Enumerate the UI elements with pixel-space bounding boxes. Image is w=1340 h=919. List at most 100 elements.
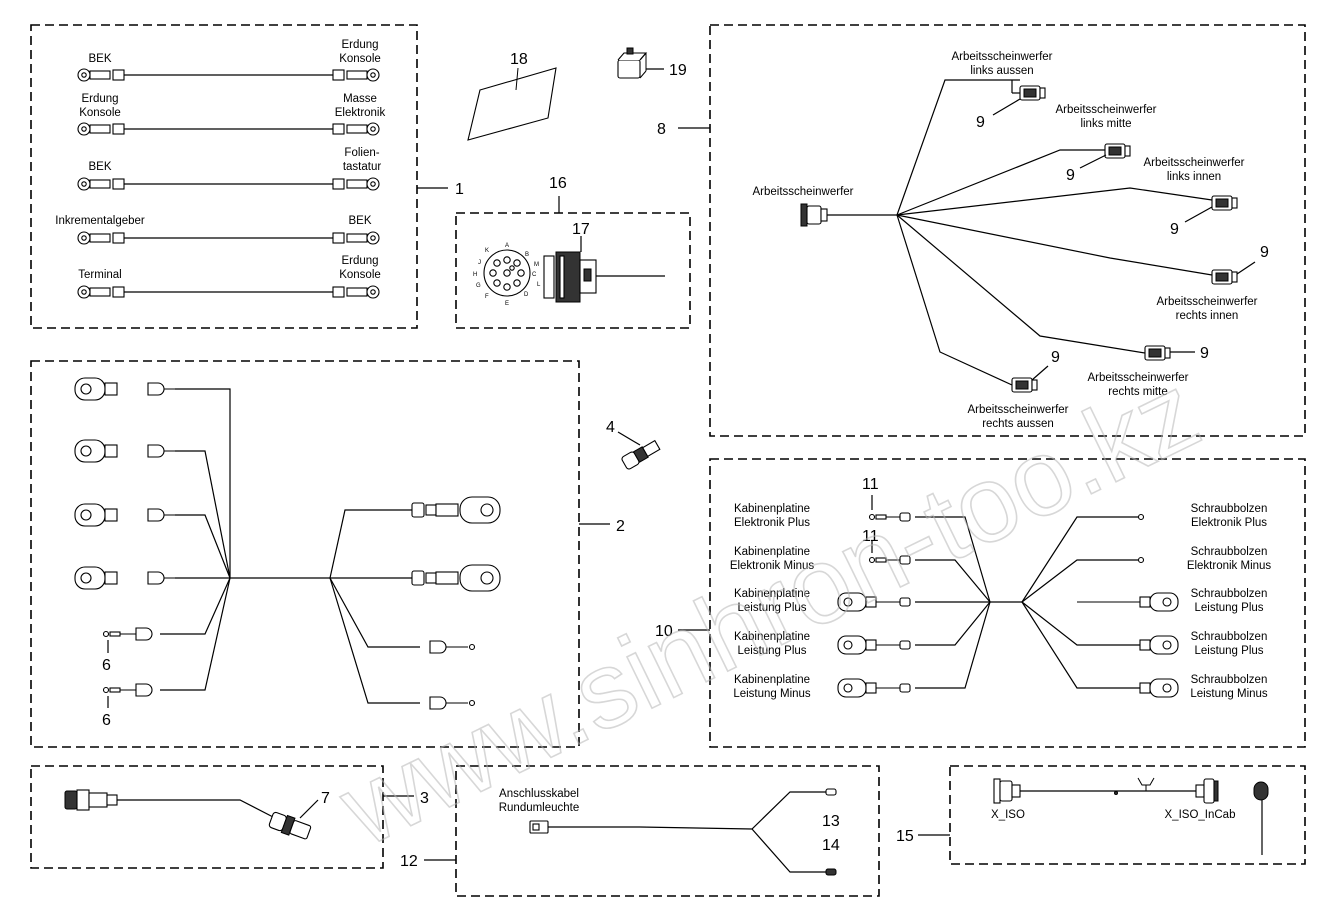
left-label-4a: Kabinenplatine [734, 631, 810, 643]
part-number-6-a: 6 [102, 657, 111, 674]
right-label-1b: Elektronik Plus [1191, 517, 1267, 529]
ring-lug-left-1[interactable] [74, 377, 175, 401]
row-2-right-label-a: Masse [343, 93, 377, 105]
group-2-frame [30, 360, 580, 748]
right-label-3a: Schraubbolzen [1191, 588, 1268, 600]
part-number-18: 18 [510, 51, 528, 68]
part-14-terminal[interactable]: 14 [822, 837, 840, 876]
row-2-left-label-b: Konsole [79, 107, 121, 119]
lamp-label-links-innen-a: Arbeitsscheinwerfer [1144, 157, 1245, 169]
part-number-19: 19 [669, 62, 687, 79]
pin-label-c: C [532, 272, 537, 278]
bolt-elektronik-plus-terminal[interactable]: Schraubbolzen Elektronik Plus [1137, 503, 1268, 529]
x-iso-connector[interactable]: X_ISO [991, 778, 1025, 821]
part-number-9-f: 9 [1051, 349, 1060, 366]
part-number-11-a: 11 [862, 476, 879, 493]
pin-label-g: G [476, 283, 481, 289]
part-number-9-c: 9 [1170, 221, 1179, 238]
right-label-2b: Elektronik Minus [1187, 560, 1272, 572]
lamp-plug-links-aussen[interactable]: Arbeitsscheinwerfer links aussen 9 [952, 51, 1053, 131]
iso-cap[interactable] [1253, 781, 1269, 855]
lamp-plug-rechts-aussen[interactable]: Arbeitsscheinwerfer rechts aussen 9 [968, 349, 1069, 430]
part-7-socket[interactable]: 7 [268, 790, 330, 841]
flat-terminal-right-2[interactable] [429, 696, 476, 710]
part-number-14: 14 [822, 837, 840, 854]
main-lamp-connector[interactable]: Arbeitsscheinwerfer [753, 186, 897, 227]
bolt-leistung-plus-lug-2[interactable]: Schraubbolzen Leistung Plus [1139, 631, 1268, 657]
cable-row-4[interactable]: Inkrementalgeber BEK [55, 215, 380, 245]
cabin-elektronik-plus-terminal[interactable]: 11 Kabinenplatine Elektronik Plus [734, 476, 911, 529]
part-18-label-sheet[interactable]: 18 [467, 51, 557, 141]
row-4-right-label: BEK [348, 215, 371, 227]
lamp-plug-rechts-innen[interactable]: Arbeitsscheinwerfer rechts innen 9 [1157, 244, 1269, 322]
ring-lug-right-1[interactable] [411, 496, 501, 524]
part-number-9-e: 9 [1200, 345, 1209, 362]
part-4-inline-connector[interactable]: 4 [606, 419, 661, 470]
part-number-9-d: 9 [1260, 244, 1269, 261]
ring-lug-right-2[interactable] [411, 564, 501, 592]
part-19-relay[interactable]: 19 [617, 47, 687, 79]
beacon-label-a: Anschlusskabel [499, 788, 579, 800]
row-3-left-label: BEK [88, 161, 111, 173]
part-number-2: 2 [616, 518, 625, 535]
flat-terminal-right-1[interactable] [429, 640, 476, 654]
cabin-leistung-minus-lug[interactable]: Kabinenplatine Leistung Minus [733, 674, 911, 700]
group-15-frame [949, 765, 1306, 865]
bolt-leistung-plus-lug-1[interactable]: Schraubbolzen Leistung Plus [1077, 588, 1267, 614]
cabin-elektronik-minus-terminal[interactable]: 11 Kabinenplatine Elektronik Minus [730, 528, 911, 572]
ring-lug-left-3[interactable] [74, 503, 175, 527]
part-17-connector-body[interactable]: 17 [543, 221, 665, 303]
cable-row-3[interactable]: BEK Folien- tastatur [77, 147, 381, 191]
left-label-2a: Kabinenplatine [734, 546, 810, 558]
left-label-3b: Leistung Plus [737, 602, 806, 614]
cabin-leistung-plus-lug-2[interactable]: Kabinenplatine Leistung Plus [734, 631, 911, 657]
part-number-15: 15 [896, 828, 914, 845]
cable-row-1[interactable]: BEK Erdung Konsole [77, 39, 381, 82]
left-label-1b: Elektronik Plus [734, 517, 810, 529]
lamp-label-rechts-innen-b: rechts innen [1176, 310, 1239, 322]
part-number-17: 17 [572, 221, 590, 238]
group-12-beacon-cable: 12 Anschlusskabel Rundumleuchte 13 14 [400, 765, 880, 897]
row-1-right-label-a: Erdung [341, 39, 378, 51]
row-1-left-label: BEK [88, 53, 111, 65]
group-2-battery-harness: 2 [30, 360, 625, 748]
group-1-ground-cables: 1 BEK Erdung Konsole Erdung Konsole Mass… [30, 24, 464, 329]
group-3-left-plug[interactable] [64, 789, 118, 811]
row-5-right-label-a: Erdung [341, 255, 378, 267]
lamp-label-rechts-innen-a: Arbeitsscheinwerfer [1157, 296, 1258, 308]
left-label-5b: Leistung Minus [733, 688, 811, 700]
small-terminal-6-lower[interactable]: 6 [102, 683, 153, 729]
row-2-left-label-a: Erdung [81, 93, 118, 105]
pin-label-k: K [485, 248, 489, 254]
bolt-elektronik-minus-terminal[interactable]: Schraubbolzen Elektronik Minus [1137, 546, 1272, 572]
left-label-4b: Leistung Plus [737, 645, 806, 657]
connector-pin-face[interactable]: A B C D E F G H J K L M [473, 243, 541, 307]
group-8-frame [709, 24, 1306, 437]
part-number-8: 8 [657, 121, 666, 138]
lamp-plug-links-mitte[interactable]: Arbeitsscheinwerfer links mitte 9 [1056, 104, 1157, 184]
ring-lug-left-2[interactable] [74, 439, 175, 463]
part-number-16: 16 [549, 175, 567, 192]
lamp-label-links-innen-b: links innen [1167, 171, 1221, 183]
cable-row-2[interactable]: Erdung Konsole Masse Elektronik [77, 93, 385, 136]
part-13-terminal[interactable]: 13 [822, 788, 840, 830]
ring-lug-left-4[interactable] [74, 566, 175, 590]
lamp-plug-rechts-mitte[interactable]: Arbeitsscheinwerfer rechts mitte 9 [1088, 345, 1209, 398]
lamp-plug-links-innen[interactable]: Arbeitsscheinwerfer links innen 9 [1144, 157, 1245, 238]
cable-row-5[interactable]: Terminal Erdung Konsole [77, 255, 381, 299]
cabin-leistung-plus-lug-1[interactable]: Kabinenplatine Leistung Plus [734, 588, 911, 614]
pin-label-h: H [473, 272, 477, 278]
group-16-round-connector: 16 A B C D E F G H J K L M [455, 175, 691, 329]
right-label-5a: Schraubbolzen [1191, 674, 1268, 686]
group-3-frame [30, 765, 384, 869]
row-5-right-label-b: Konsole [339, 269, 381, 281]
right-label-4a: Schraubbolzen [1191, 631, 1268, 643]
x-iso-incab-connector[interactable]: X_ISO_InCab [1165, 778, 1236, 821]
group-12-frame [455, 765, 880, 897]
bolt-leistung-minus-lug[interactable]: Schraubbolzen Leistung Minus [1139, 674, 1268, 700]
small-terminal-6-upper[interactable]: 6 [102, 627, 153, 674]
pin-label-m: M [534, 262, 539, 268]
beacon-plug[interactable] [529, 820, 549, 834]
row-4-left-label: Inkrementalgeber [55, 215, 145, 227]
